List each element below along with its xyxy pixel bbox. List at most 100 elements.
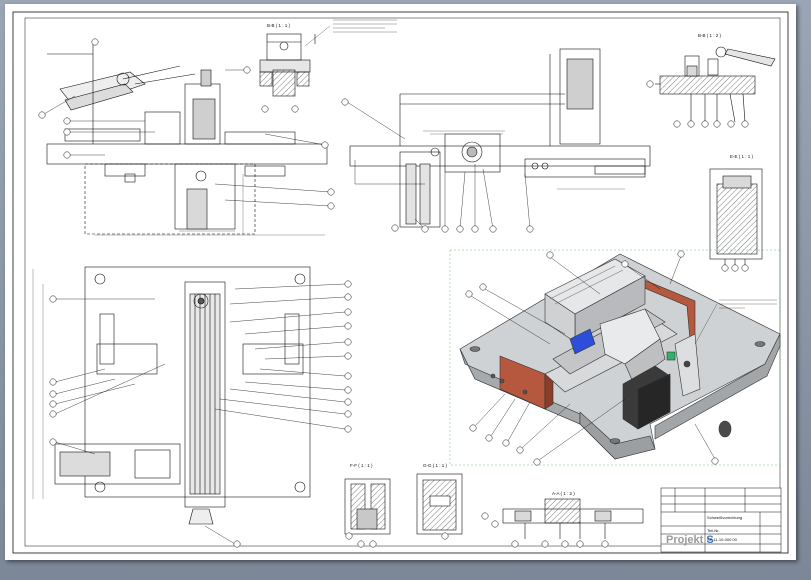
balloon-callout-icon [713,120,721,128]
balloon-callout-icon [711,457,719,465]
balloon-callout-icon [321,141,329,149]
balloon-callout-icon [243,66,251,74]
balloon-callout-icon [479,283,487,291]
balloon-callout-icon [49,400,57,408]
balloon-callout-icon [261,105,269,113]
section-label-ff: F-F ( 1 : 1 ) [350,463,373,468]
balloon-callout-icon [49,410,57,418]
view-side-clamp [46,42,328,235]
view-section-top-notes [304,19,397,47]
balloon-callout-icon [344,308,352,316]
balloon-callout-icon [646,80,654,88]
balloon-callout-icon [511,540,519,548]
company-logo: Projekt S [666,534,714,546]
balloon-callout-icon [481,512,489,520]
balloon-callout-icon [341,98,349,106]
balloon-callout-icon [421,225,429,233]
balloon-callout-icon [741,264,749,272]
view-side-leaders [43,69,332,207]
view-front-dimensions [423,130,625,190]
balloon-callout-icon [546,251,554,259]
balloon-callout-icon [701,120,709,128]
balloon-callout-icon [391,224,399,232]
sheet-border [12,11,789,554]
balloon-callout-icon [49,295,57,303]
view-front-leaders [346,101,531,230]
section-label-gg: G-G ( 1 : 1 ) [423,463,448,468]
balloon-callout-icon [731,264,739,272]
balloon-callout-icon [489,225,497,233]
view-isometric [459,253,781,460]
balloon-callout-icon [344,322,352,330]
balloon-callout-icon [471,225,479,233]
balloon-callout-icon [63,117,71,125]
balloon-callout-icon [465,290,473,298]
view-front [349,48,651,228]
balloon-callout-icon [344,352,352,360]
balloon-callout-icon [49,390,57,398]
technical-drawing: B-B ( 1 : 1 ) [12,11,789,554]
balloon-callout-icon [38,111,46,119]
view-plan [54,266,311,525]
balloon-callout-icon [561,540,569,548]
balloon-callout-icon [344,372,352,380]
balloon-callout-icon [541,540,549,548]
view-side-dimensions [95,174,325,236]
balloon-callout-icon [533,458,541,466]
section-label-ee: E-E ( 1 : 1 ) [730,154,754,159]
view-section-top-small [259,33,316,97]
balloon-callout-icon [344,293,352,301]
balloon-callout-icon [721,264,729,272]
balloon-callout-icon [491,520,499,528]
title-block-drawing-no: SP 11-10-000 00 [707,537,737,542]
company-logo-accent: S [706,534,714,546]
balloon-callout-icon [345,532,353,540]
view-plan-leaders [54,283,346,545]
iso-view-frame [449,249,781,466]
balloon-callout-icon [291,105,299,113]
title-block-title: Schweißvorrichtung [707,515,743,520]
balloon-callout-icon [502,439,510,447]
balloon-callout-icon [516,446,524,454]
section-label-bb2: B-B ( 1 : 2 ) [698,33,722,38]
balloon-callout-icon [357,540,365,548]
balloon-callout-icon [601,540,609,548]
balloon-callout-icon [741,120,749,128]
balloon-callout-icon [327,202,335,210]
balloon-callout-icon [526,225,534,233]
balloon-callout-icon [469,424,477,432]
balloon-callout-icon [687,120,695,128]
view-section-aa [502,498,644,539]
balloon-callout-icon [673,120,681,128]
balloon-callout-icon [63,151,71,159]
title-block-part-label: Teil-Nr. [707,528,720,533]
balloon-callout-icon [91,38,99,46]
balloon-callout-icon [344,338,352,346]
balloon-callout-icon [63,128,71,136]
view-section-topright [655,46,776,124]
title-block [660,487,782,553]
balloon-callout-icon [233,540,241,548]
balloon-callout-icon [576,540,584,548]
balloon-callout-icon [441,225,449,233]
balloon-callout-icon [344,410,352,418]
balloon-callout-icon [441,532,449,540]
view-plan-dimensions [32,269,44,499]
balloon-callout-icon [727,120,735,128]
balloon-callout-icon [369,540,377,548]
view-section-ee [709,168,763,266]
balloon-callout-icon [677,250,685,258]
balloon-callout-icon [456,225,464,233]
balloon-callout-icon [485,434,493,442]
balloon-callout-icon [344,425,352,433]
balloon-callout-icon [344,280,352,288]
view-section-gg [416,473,463,535]
balloon-callout-icon [344,398,352,406]
company-logo-text: Projekt [666,534,707,546]
section-label-bb: B-B ( 1 : 1 ) [267,23,291,28]
balloon-callout-icon [344,386,352,394]
balloon-callout-icon [621,260,629,268]
view-isometric-leaders [470,255,716,461]
drawing-sheet: B-B ( 1 : 1 ) [5,4,796,560]
